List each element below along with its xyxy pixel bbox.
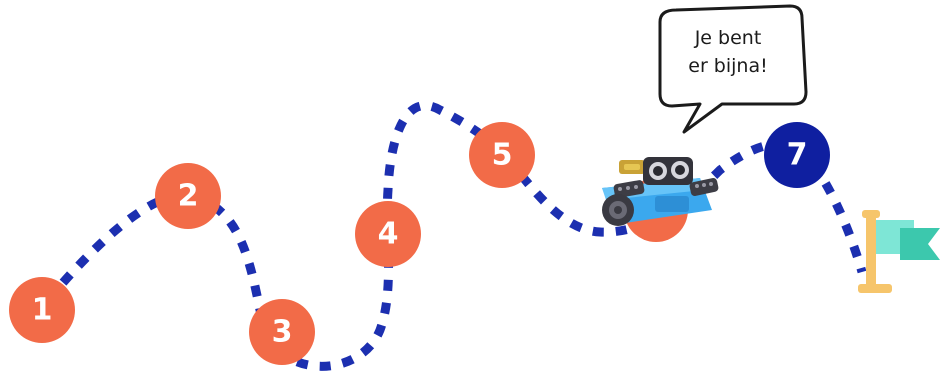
step-4-label: 4: [378, 217, 399, 252]
step-4: 4: [355, 201, 421, 267]
speech-bubble-line-2: er bijna!: [668, 52, 788, 80]
step-3: 3: [249, 299, 315, 365]
step-1: 1: [9, 277, 75, 343]
flag-icon: [858, 210, 940, 293]
step-3-label: 3: [272, 315, 293, 350]
robot-icon: [602, 157, 719, 226]
speech-bubble-line-1: Je bent: [668, 24, 788, 52]
speech-bubble-text: Je bent er bijna!: [668, 24, 788, 80]
step-2: 2: [155, 163, 221, 229]
dotted-path: [48, 105, 862, 366]
step-2-label: 2: [178, 179, 199, 214]
step-1-label: 1: [32, 293, 53, 328]
step-5: 5: [469, 122, 535, 188]
step-5-label: 5: [492, 138, 513, 173]
step-7-label: 7: [787, 138, 808, 173]
step-7: 7: [764, 122, 830, 188]
